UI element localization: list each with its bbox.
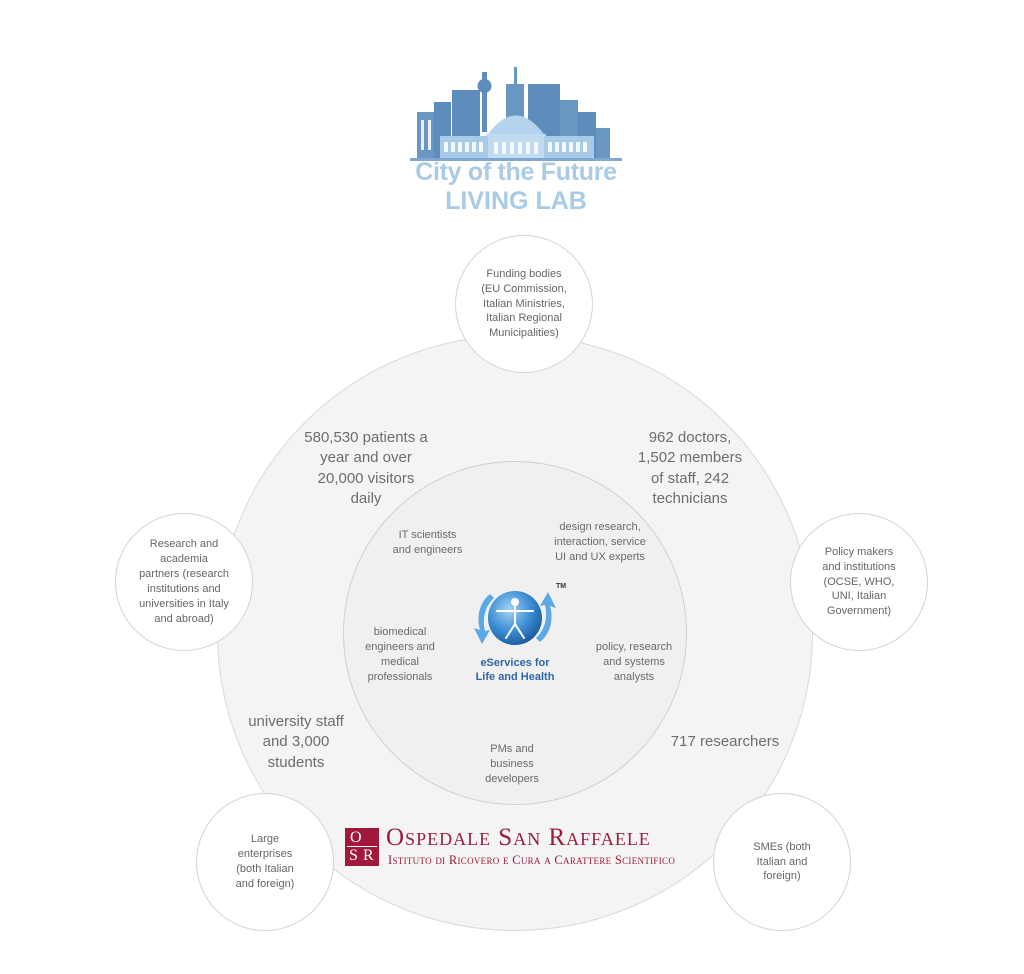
eservices-logo: TM eServices for Life and Health [470,583,566,684]
osr-letter-r: R [363,847,374,864]
logo-subtitle: LIVING LAB [445,187,587,215]
stat-patients: 580,530 patients a year and over 20,000 … [304,429,428,507]
role-it: IT scientists and engineers [392,529,463,556]
city-logo: City of the Future LIVING LAB [410,62,622,222]
vitruvian-globe-icon [474,591,556,645]
role-design: design research, interaction, service UI… [554,521,646,563]
stakeholder-policy-makers: Policy makers and institutions (OCSE, WH… [790,513,928,651]
hospital-name: Ospedale San Raffaele [386,824,651,851]
role-pms: PMs and business developers [485,743,539,785]
osr-letter-o: O [350,829,362,846]
stakeholder-large-enterprises: Large enterprises (both Italian and fore… [196,793,334,931]
stakeholder-research-partners: Research and academia partners (research… [115,513,253,651]
stat-university: university staff and 3,000 students [248,713,344,771]
osr-letter-s: S [349,847,358,864]
role-biomedical: biomedical engineers and medical profess… [365,626,435,683]
role-policy: policy, research and systems analysts [595,641,673,683]
logo-title: City of the Future [415,158,617,186]
eservices-label: eServices for Life and Health [475,657,555,684]
stat-doctors: 962 doctors, 1,502 members of staff, 242… [637,429,743,507]
stat-researchers: 717 researchers [670,733,780,750]
city-skyline-icon [410,67,622,161]
stakeholder-smes: SMEs (both Italian and foreign) [713,793,851,931]
osr-mark-icon: O S R [345,828,379,866]
stakeholder-funding-bodies: Funding bodies (EU Commission, Italian M… [455,235,593,373]
hospital-subtitle: Istituto di Ricovero e Cura a Carattere … [388,853,676,867]
trademark-label: TM [556,583,567,590]
